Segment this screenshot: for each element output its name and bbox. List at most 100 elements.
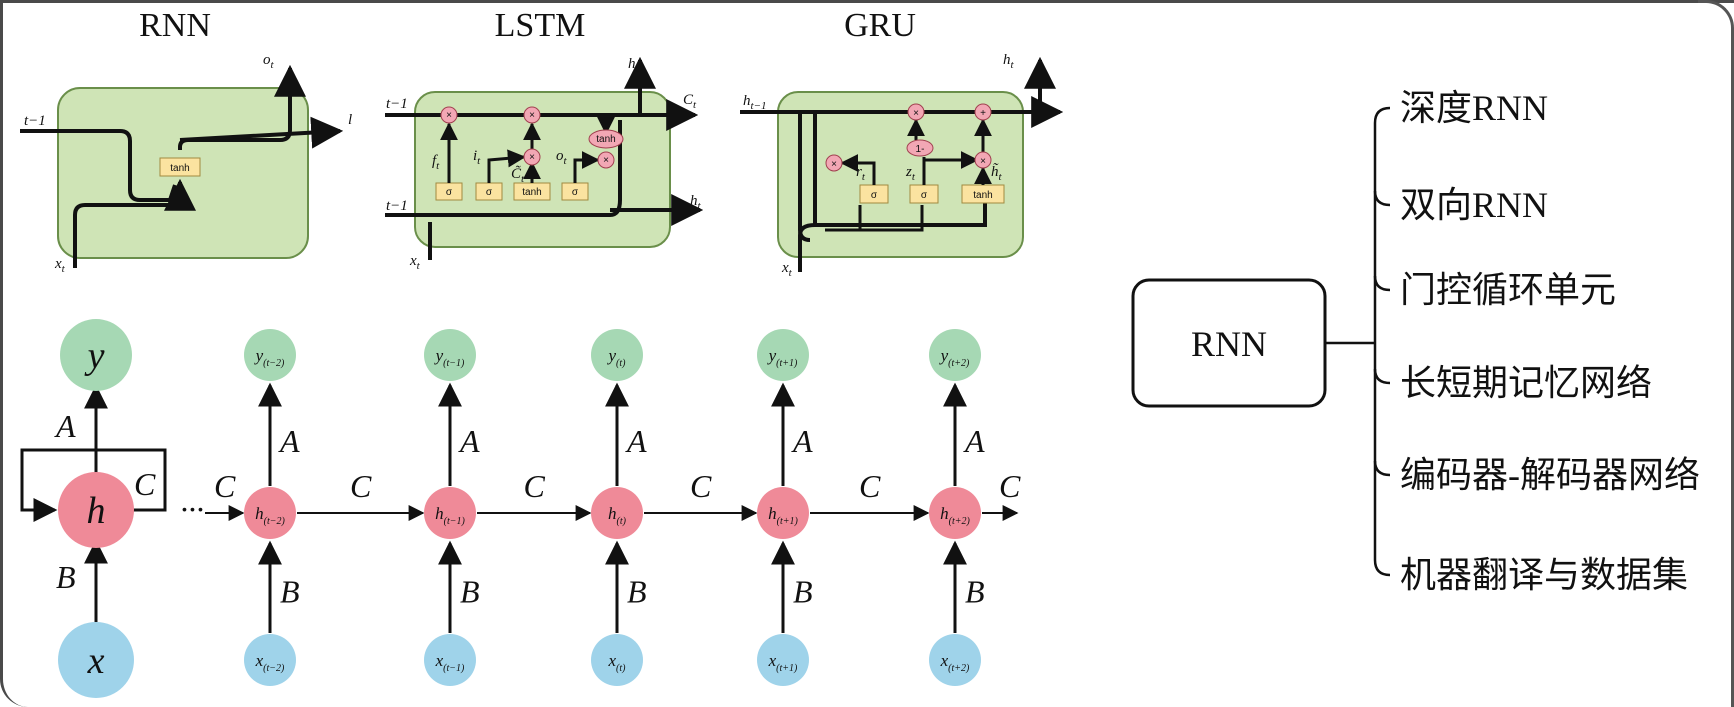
gru-op-mult-h-label: × [980, 156, 986, 167]
lstm-out-h-label: ht [690, 193, 702, 212]
gru-op-plus-label: + [980, 108, 986, 119]
edge-a-label-3: A [791, 423, 813, 459]
edge-b-label-3: B [793, 574, 813, 610]
lstm-op-output-label: × [603, 155, 609, 166]
rnn-input-path [73, 178, 196, 268]
edge-a-label-4: A [963, 423, 985, 459]
folded-a-label: A [54, 408, 76, 444]
gru-op-mult-1-label: × [913, 108, 919, 119]
lstm-op-output [597, 151, 615, 169]
lstm-gate-i-label: σ [486, 187, 493, 198]
step-3-x-label: x(t+1) [768, 651, 798, 674]
step-2-y-label: y(t) [607, 346, 627, 369]
gru-gate-r-label: σ [871, 190, 878, 201]
step-3: C A By(t+1) h(t+1) x(t+1) [644, 329, 813, 686]
lstm-gates: σ σ tanh σ [435, 182, 589, 201]
folded-loop-c [20, 448, 167, 522]
lstm-o-label: ot [556, 148, 568, 167]
tree-child-1[interactable]: 双向RNN [1400, 185, 1548, 225]
gru-op-1minus-label: 1- [916, 144, 925, 155]
gru-cell-title: GRU [844, 7, 916, 44]
step-1-y-label: y(t−1) [434, 346, 465, 369]
edge-c-label-4: C [859, 468, 881, 504]
lstm-i-line [487, 149, 526, 183]
lstm-ctilde-label: C̃t [511, 165, 525, 185]
gru-op-1minus [906, 139, 934, 157]
step-2-x-label: x(t) [608, 651, 627, 674]
step-3-y-label: y(t+1) [767, 346, 798, 369]
edge-b-label-1: B [460, 574, 480, 610]
step-4-y-label: y(t+2) [939, 346, 970, 369]
step-1-x-node [424, 634, 476, 686]
rnn-hidden-path [20, 129, 177, 202]
folded-h-label: h [87, 490, 106, 532]
folded-rnn: y h x A B C ··· [20, 319, 204, 698]
rnn-out-top-label: ot [263, 52, 275, 71]
lstm-out-top-label: ht [628, 56, 640, 75]
step-3-x-node [757, 634, 809, 686]
step-3-y-node [757, 329, 809, 381]
lstm-f-label: ft [432, 153, 440, 172]
tree-child-0[interactable]: 深度RNN [1400, 88, 1548, 128]
lstm-op-forget-label: × [446, 110, 452, 121]
gru-z-in [860, 205, 924, 232]
step-2-h-node [591, 487, 643, 539]
gru-cell-box [777, 91, 1024, 258]
step-0-h-label: h(t−2) [255, 504, 285, 527]
gru-gate-z-label: σ [921, 190, 928, 201]
lstm-in-bottom-label: t−1 [386, 198, 408, 214]
gru-cell: GRU σ σ tanh × + × × 1- ht−1 [740, 7, 1064, 279]
rnn-input-label: xt [54, 256, 66, 275]
lstm-op-add-label: × [529, 110, 535, 121]
gru-op-mult-r [825, 154, 843, 172]
lstm-op-add [523, 106, 541, 124]
lstm-op-input-label: × [529, 152, 535, 163]
gru-gates: σ σ tanh [859, 184, 1005, 204]
rnn-cell: RNN tanh t−1 l ot xt [20, 7, 352, 275]
edge-b-label-2: B [627, 574, 647, 610]
step-4-h-label: h(t+2) [940, 504, 970, 527]
rnn-state-out [179, 116, 344, 149]
step-3-h-label: h(t+1) [768, 504, 798, 527]
gru-input-label: xt [781, 260, 793, 279]
tree-branch-4 [1373, 460, 1391, 477]
tree-child-4[interactable]: 编码器-解码器网络 [1400, 455, 1700, 495]
step-4-x-label: x(t+2) [940, 651, 970, 674]
tree-branch-2 [1373, 275, 1391, 292]
step-4-h-node [929, 487, 981, 539]
step-1-h-node [424, 487, 476, 539]
lstm-op-tanh [588, 129, 624, 149]
tree-child-5[interactable]: 机器翻译与数据集 [1400, 555, 1688, 595]
step-4: C A By(t+2) h(t+2) x(t+2) [810, 329, 985, 686]
rnn-tanh-label: tanh [170, 163, 189, 174]
gru-input-path [798, 200, 987, 272]
folded-x-label: x [87, 640, 105, 682]
ellipsis: ··· [180, 491, 204, 527]
gru-in-left-label: ht−1 [743, 93, 766, 112]
lstm-gate-f-label: σ [446, 187, 453, 198]
lstm-op-tanh-label: tanh [596, 134, 615, 145]
page-frame-right [1698, 0, 1734, 707]
edge-a-label-0: A [278, 423, 300, 459]
gru-r-label: rt [856, 164, 866, 183]
tree-child-2[interactable]: 门控循环单元 [1400, 270, 1616, 310]
step-0-y-node [244, 329, 296, 381]
lstm-input-label: xt [409, 253, 421, 272]
step-3-h-node [757, 487, 809, 539]
step-0-x-label: x(t−2) [255, 651, 285, 674]
lstm-in-top-label: t−1 [386, 96, 408, 112]
edge-b-label-4: B [965, 574, 985, 610]
folded-y-node [60, 319, 132, 391]
tree-root-label: RNN [1191, 324, 1267, 364]
edge-a-label-2: A [625, 423, 647, 459]
folded-x-node [58, 622, 134, 698]
rnn-tanh-gate [159, 157, 201, 177]
step-4-x-node [929, 634, 981, 686]
lstm-i-label: it [473, 148, 481, 167]
edge-c-label-3: C [690, 468, 712, 504]
gru-op-mult-r-label: × [831, 159, 837, 170]
folded-y-label: y [84, 335, 105, 377]
tree-child-3[interactable]: 长短期记忆网络 [1400, 363, 1652, 403]
rnn-out-right-label: l [348, 112, 352, 128]
